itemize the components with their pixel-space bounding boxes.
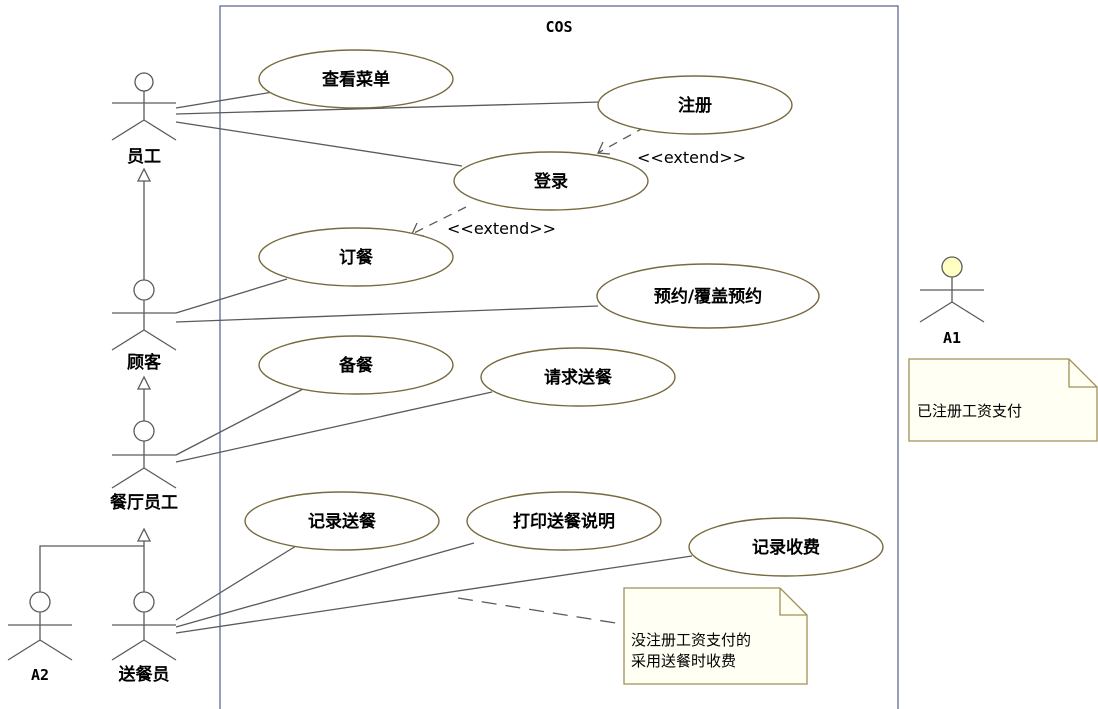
- actor-label-a2: A2: [31, 666, 49, 684]
- actor-customer[interactable]: [111, 279, 177, 351]
- use-case-record-payment[interactable]: 记录收费: [688, 517, 884, 577]
- use-case-label: 注册: [678, 95, 712, 116]
- actor-label-courier: 送餐员: [119, 664, 170, 685]
- system-title: COS: [545, 18, 572, 36]
- actor-a2[interactable]: [7, 591, 73, 661]
- actor-label-a1: A1: [943, 329, 961, 347]
- actor-restaurant-staff[interactable]: [111, 420, 177, 489]
- actor-employee[interactable]: [111, 72, 177, 141]
- actor-a1[interactable]: [919, 256, 985, 323]
- system-boundary: COS: [219, 5, 899, 709]
- use-case-print-delivery[interactable]: 打印送餐说明: [466, 491, 662, 551]
- use-case-label: 打印送餐说明: [513, 511, 615, 532]
- use-case-register[interactable]: 注册: [597, 75, 793, 135]
- use-case-label: 记录收费: [752, 537, 820, 558]
- use-case-reserve[interactable]: 预约/覆盖预约: [596, 263, 820, 329]
- note-unpaid-line2: 采用送餐时收费: [631, 652, 736, 670]
- use-case-label: 记录送餐: [308, 511, 377, 532]
- actor-label-restaurant-staff: 餐厅员工: [110, 492, 178, 513]
- use-case-label: 请求送餐: [544, 367, 613, 388]
- use-case-request-delivery[interactable]: 请求送餐: [480, 347, 676, 407]
- note-unpaid-line1: 没注册工资支付的: [631, 631, 751, 649]
- use-case-prepare[interactable]: 备餐: [258, 335, 454, 395]
- use-case-record-delivery[interactable]: 记录送餐: [244, 491, 440, 551]
- generalizations: [39, 167, 152, 592]
- associations: [175, 91, 693, 634]
- use-case-label: 登录: [533, 171, 568, 192]
- use-case-login[interactable]: 登录: [453, 151, 649, 211]
- use-case-label: 订餐: [339, 247, 374, 268]
- actor-label-employee: 员工: [127, 147, 161, 167]
- use-case-label: 备餐: [338, 355, 374, 376]
- note-paid: 已注册工资支付: [908, 358, 1098, 442]
- extend-label-register: <<extend>>: [637, 148, 746, 167]
- note-paid-text: 已注册工资支付: [917, 402, 1022, 420]
- note-anchor-line: [457, 597, 623, 625]
- actor-label-customer: 顾客: [127, 352, 162, 373]
- use-case-order[interactable]: 订餐: [258, 227, 454, 287]
- use-case-view-menu[interactable]: 查看菜单: [258, 49, 454, 109]
- note-unpaid: 没注册工资支付的 采用送餐时收费: [623, 587, 808, 685]
- use-case-label: 查看菜单: [321, 69, 390, 90]
- use-case-label: 预约/覆盖预约: [654, 286, 762, 307]
- actor-courier[interactable]: [111, 591, 177, 661]
- extend-label-order: <<extend>>: [447, 219, 556, 238]
